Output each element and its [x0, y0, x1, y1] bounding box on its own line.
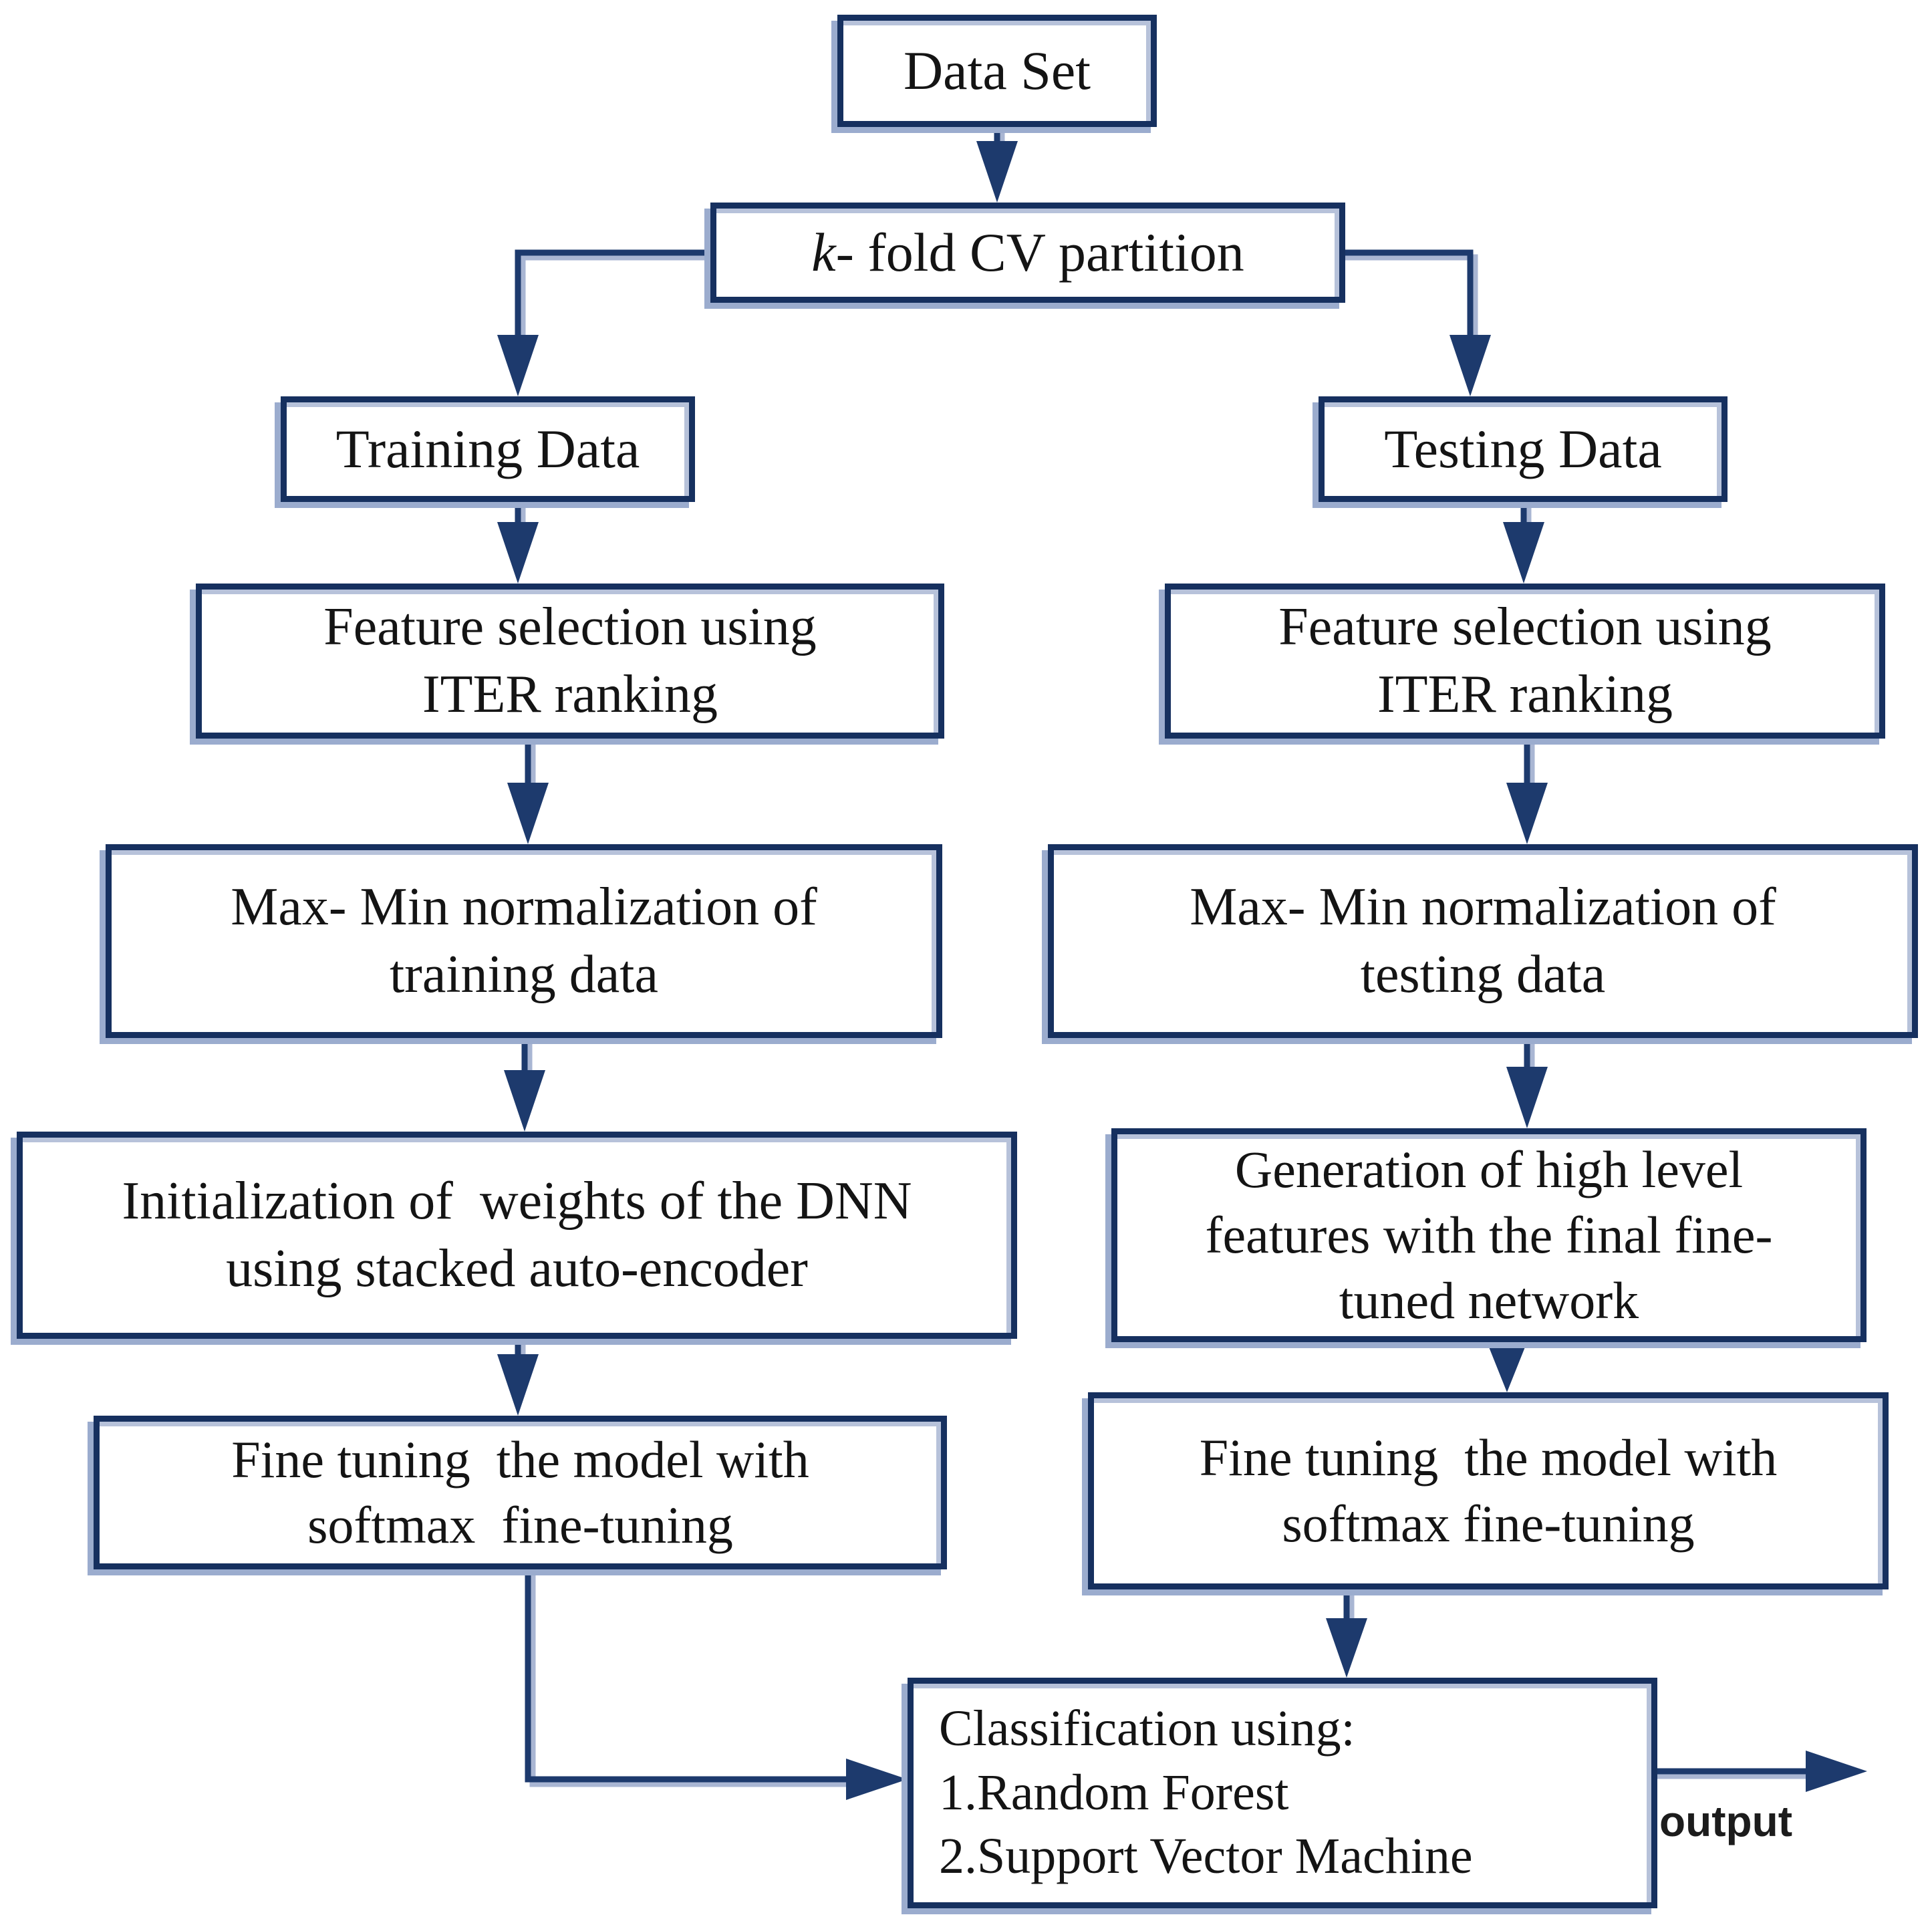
node-classification: Classification using: 1.Random Forest 2.…	[908, 1678, 1657, 1908]
arrowhead-down	[1506, 1067, 1548, 1128]
node-label-line2: softmax fine-tuning	[1282, 1494, 1695, 1553]
node-label-line1: Generation of high level	[1234, 1140, 1744, 1198]
arrowhead-right	[1806, 1751, 1867, 1792]
arrowhead-down	[1450, 335, 1491, 396]
node-label-line1: Feature selection using	[1278, 598, 1772, 657]
node-label-line3: 2.Support Vector Machine	[939, 1828, 1473, 1885]
node-label-line2: ITER ranking	[422, 665, 718, 724]
node-feature-selection-left: Feature selection using ITER ranking	[196, 584, 944, 739]
node-feature-selection-right: Feature selection using ITER ranking	[1165, 584, 1885, 739]
kfold-italic-k: k	[811, 222, 836, 283]
node-initialization-dnn-weights: Initialization of weights of the DNN usi…	[17, 1132, 1017, 1339]
node-generation-high-level-features: Generation of high level features with t…	[1111, 1128, 1867, 1342]
node-data-set: Data Set	[837, 15, 1157, 127]
node-label-line1: Max- Min normalization of	[231, 878, 817, 937]
node-fine-tuning-right: Fine tuning the model with softmax fine-…	[1088, 1392, 1889, 1589]
arrowhead-down	[976, 141, 1018, 203]
node-label: Training Data	[335, 418, 640, 480]
node-maxmin-normalization-testing: Max- Min normalization of testing data	[1048, 844, 1918, 1038]
arrowhead-down	[504, 1070, 545, 1132]
node-label-line1: Max- Min normalization of	[1190, 878, 1776, 937]
node-label-line1: Classification using:	[939, 1700, 1355, 1757]
node-label-line1: Fine tuning the model with	[1199, 1428, 1778, 1487]
node-label-line2: features with the final fine-	[1205, 1205, 1773, 1264]
arrow-kfold-to-training	[515, 249, 710, 335]
node-label-line2: softmax fine-tuning	[307, 1496, 733, 1554]
node-label-line2: ITER ranking	[1377, 665, 1673, 724]
node-label: Testing Data	[1384, 418, 1662, 480]
arrow-shadow	[1345, 254, 1478, 335]
arrow-finetune-left-to-classification	[525, 1569, 847, 1783]
node-label-line3: tuned network	[1339, 1271, 1639, 1330]
arrowhead-right	[846, 1759, 908, 1800]
arrowhead-down	[1326, 1618, 1367, 1678]
arrowhead-down	[497, 522, 539, 584]
arrowhead-down	[497, 335, 539, 396]
node-testing-data: Testing Data	[1319, 396, 1728, 502]
output-label: output	[1659, 1797, 1792, 1845]
node-fine-tuning-left: Fine tuning the model with softmax fine-…	[94, 1416, 947, 1569]
node-label: Data Set	[903, 40, 1091, 102]
node-label-line2: 1.Random Forest	[939, 1764, 1289, 1821]
node-label-line2: testing data	[1360, 945, 1606, 1004]
arrowhead-down	[1488, 1345, 1526, 1392]
node-label-line1: Initialization of weights of the DNN	[122, 1172, 912, 1231]
node-kfold-cv-partition: k- fold CV partition	[710, 203, 1345, 303]
node-label-line1: Feature selection using	[323, 598, 817, 657]
arrow-kfold-to-testing	[1345, 249, 1474, 335]
arrowhead-down	[507, 783, 549, 844]
node-training-data: Training Data	[281, 396, 695, 502]
arrow-shadow	[519, 254, 710, 335]
arrowhead-down	[1503, 522, 1544, 584]
node-label-line2: using stacked auto-encoder	[226, 1239, 808, 1298]
node-label-line2: training data	[389, 945, 659, 1004]
node-label: k- fold CV partition	[811, 218, 1244, 287]
arrowhead-down	[497, 1354, 539, 1416]
arrow-shadow	[529, 1569, 847, 1787]
kfold-label-rest: - fold CV partition	[835, 222, 1244, 283]
node-maxmin-normalization-training: Max- Min normalization of training data	[106, 844, 942, 1038]
arrowhead-down	[1506, 783, 1548, 844]
node-label-line1: Fine tuning the model with	[231, 1430, 809, 1489]
